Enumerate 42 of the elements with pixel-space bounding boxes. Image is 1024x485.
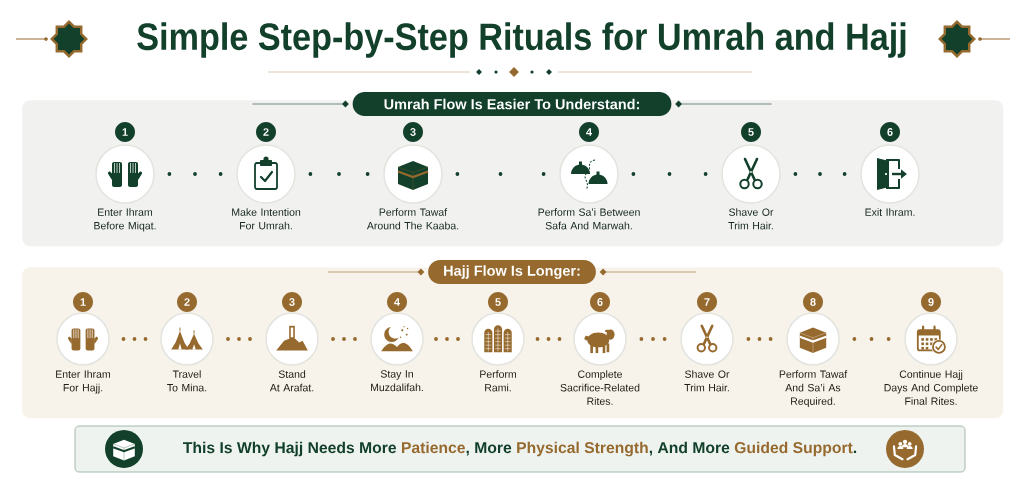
dotted-connector — [852, 337, 892, 341]
title: Simple Step-by-Step Rituals for Umrah and Hajj — [137, 22, 906, 58]
step-caption: Stand At Arafat. — [269, 370, 314, 392]
step-caption: Make Intention For Umrah. — [232, 208, 301, 230]
step-caption: Perform Sa’i Between Safa And Marwah. — [538, 208, 640, 230]
number-badge: 2 — [256, 122, 276, 142]
dotted-connector — [226, 337, 253, 341]
number-badge: 3 — [403, 122, 423, 142]
dotted-connector — [535, 337, 563, 341]
number-badge: 8 — [803, 292, 823, 312]
heading-pill: Hajj Flow Is Longer: — [428, 260, 596, 284]
number-badge: 9 — [921, 292, 941, 312]
dotted-connector — [746, 337, 774, 341]
step-caption: Shave Or Trim Hair. — [684, 370, 730, 392]
number-badge: 5 — [741, 122, 761, 142]
message-banner: This Is Why Hajj Needs More Patience, More Physical Strength, And More Guided Support. — [74, 425, 966, 473]
heading-pill: Umrah Flow Is Easier To Understand: — [352, 92, 672, 116]
step-caption: Shave Or Trim Hair. — [728, 208, 774, 230]
number-badge: 2 — [177, 292, 197, 312]
step-caption: Enter Ihram For Hajj. — [56, 370, 110, 394]
dotted-connector — [434, 337, 461, 341]
step-caption: Exit Ihram. — [865, 208, 915, 216]
step-caption: Perform Tawaf And Sa’i As Required. — [779, 370, 848, 407]
dotted-connector — [639, 337, 668, 341]
number-badge: 1 — [115, 122, 135, 142]
step-caption: Perform Rami. — [480, 370, 516, 392]
step-caption: Complete Sacrifice-Related Rites. — [560, 370, 640, 405]
dotted-connector — [121, 337, 149, 341]
number-badge: 7 — [697, 292, 717, 312]
step-caption: Enter Ihram Before Miqat. — [94, 208, 156, 232]
number-badge: 4 — [387, 292, 407, 312]
number-badge: 6 — [880, 122, 900, 142]
number-badge: 5 — [488, 292, 508, 312]
number-badge: 3 — [282, 292, 302, 312]
dotted-connector — [331, 337, 358, 341]
step-caption: Stay In Muzdalifah. — [371, 370, 423, 392]
step-caption: Perform Tawaf Around The Kaaba. — [366, 208, 459, 230]
number-badge: 1 — [73, 292, 93, 312]
number-badge: 4 — [579, 122, 599, 142]
number-badge: 6 — [590, 292, 610, 312]
step-caption: Travel To Mina. — [167, 370, 207, 392]
step-caption: Continue Hajj Days And Complete Final Rites. — [884, 370, 978, 405]
